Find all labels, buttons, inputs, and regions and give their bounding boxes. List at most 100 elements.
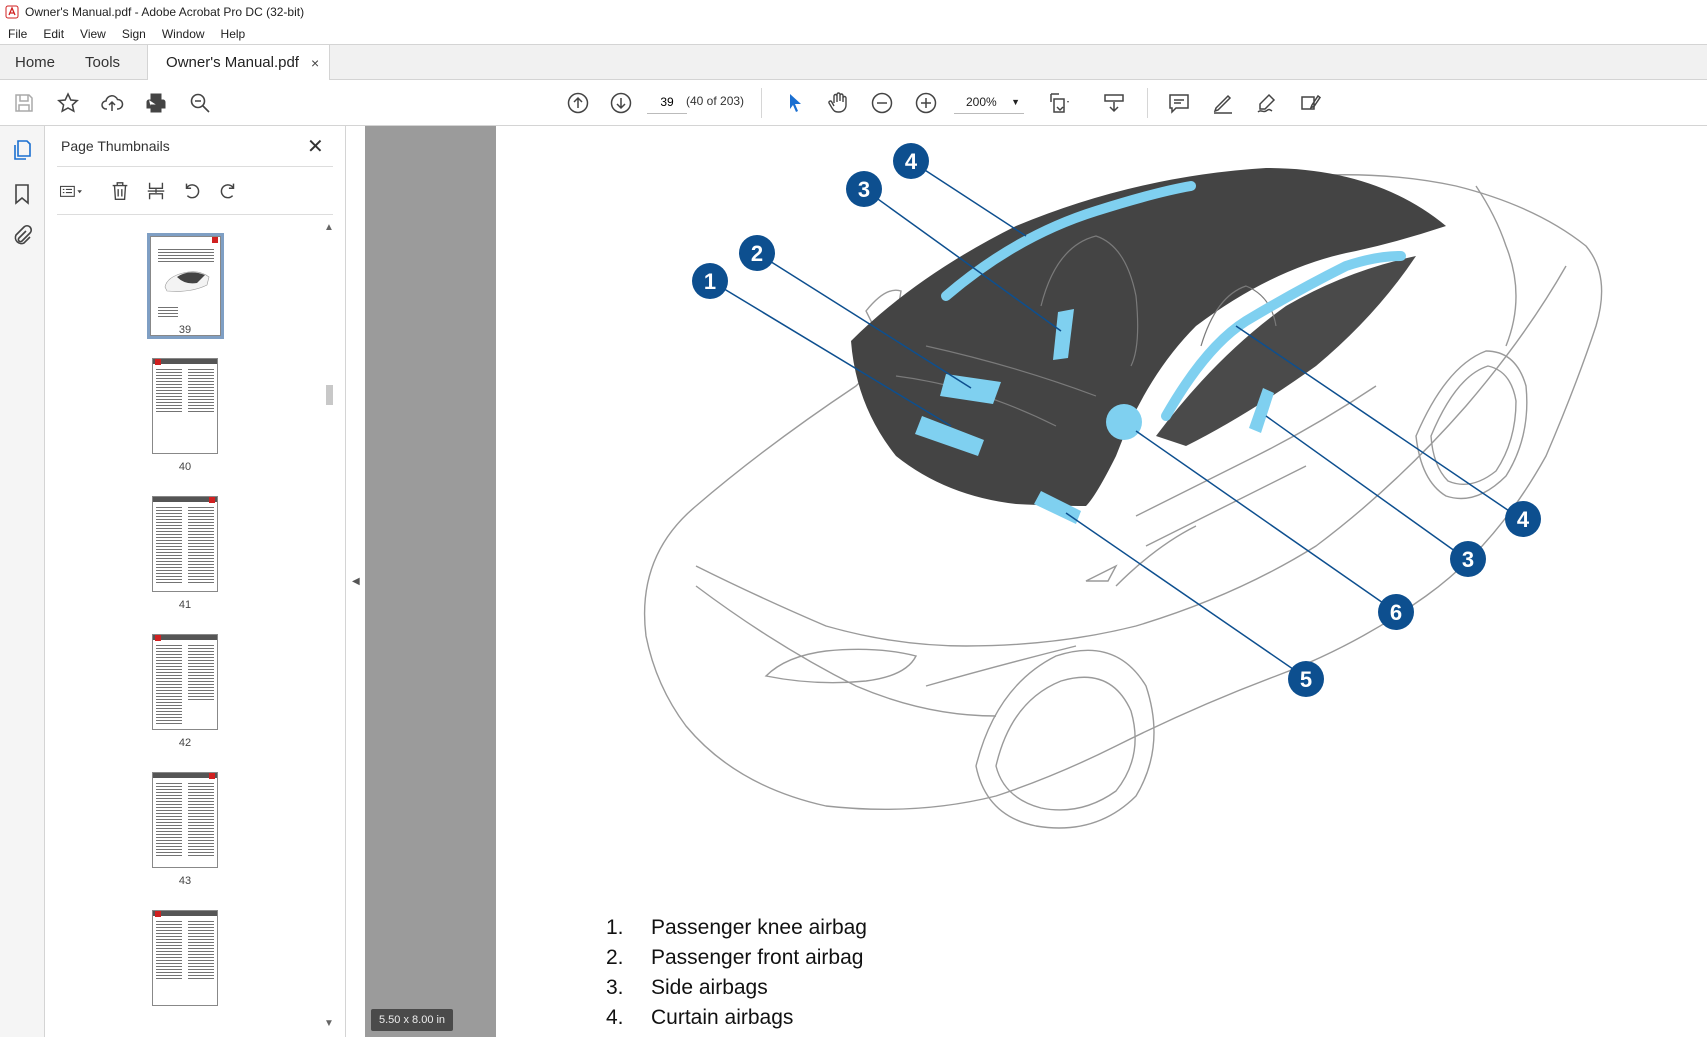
hand-tool-button[interactable] <box>824 89 852 117</box>
arrow-up-circle-icon <box>567 92 589 114</box>
thumbnail-page[interactable] <box>147 233 224 339</box>
title-bar: Owner's Manual.pdf - Adobe Acrobat Pro D… <box>0 0 1707 23</box>
thumbnail-text <box>156 921 182 981</box>
scroll-thumb[interactable] <box>326 385 333 405</box>
highlight-button[interactable] <box>1209 89 1237 117</box>
print-button[interactable] <box>142 89 170 117</box>
page-number-input[interactable] <box>647 90 687 114</box>
menu-edit[interactable]: Edit <box>43 26 65 41</box>
thumbnail-text <box>156 369 182 413</box>
tab-tools[interactable]: Tools <box>85 53 121 71</box>
upload-button[interactable] <box>98 89 126 117</box>
trash-icon <box>112 182 128 200</box>
svg-text:4: 4 <box>905 149 918 174</box>
page-thumbnails-icon[interactable] <box>10 138 34 162</box>
insert-pages-button[interactable] <box>143 178 169 204</box>
page-size-badge: 5.50 x 8.00 in <box>371 1009 454 1031</box>
sign-button[interactable] <box>1253 89 1281 117</box>
rotate-counterclockwise-button[interactable] <box>179 178 205 204</box>
previous-page-button[interactable] <box>564 89 592 117</box>
tab-close-icon[interactable]: × <box>310 54 320 71</box>
scroll-up-arrow-icon[interactable]: ▲ <box>324 222 334 233</box>
tab-document-label: Owner's Manual.pdf <box>166 54 299 71</box>
plus-circle-icon <box>915 92 937 114</box>
thumbnail-label: 39 <box>178 324 192 336</box>
select-tool-button[interactable] <box>781 89 809 117</box>
bookmark-icon[interactable] <box>10 182 34 206</box>
next-page-button[interactable] <box>607 89 635 117</box>
svg-text:5: 5 <box>1300 667 1312 692</box>
callout-3: 3 <box>846 171 882 207</box>
thumbnail-page[interactable] <box>152 496 218 592</box>
save-icon <box>15 94 33 112</box>
thumbnail-text <box>188 645 214 701</box>
callout-1: 1 <box>692 263 728 299</box>
thumbnail-header <box>153 911 217 916</box>
callout-4: 4 <box>893 143 929 179</box>
attachment-icon[interactable] <box>10 224 34 248</box>
save-button[interactable] <box>10 89 38 117</box>
thumbnail-header <box>153 635 217 640</box>
printer-icon <box>146 93 166 113</box>
thumbnail-label: 40 <box>178 461 192 473</box>
thumbnail-text <box>158 249 214 263</box>
fill-sign-button[interactable] <box>1297 89 1325 117</box>
zoom-out-button[interactable] <box>868 89 896 117</box>
thumbnail-car-image <box>164 271 210 292</box>
scroll-mode-button[interactable] <box>1100 89 1128 117</box>
airbag-legend: 1.Passenger knee airbag 2.Passenger fron… <box>606 916 867 1036</box>
thumbnail-page[interactable] <box>152 634 218 730</box>
callout-6: 6 <box>1378 594 1414 630</box>
arrow-down-circle-icon <box>610 92 632 114</box>
scroll-mode-icon <box>1104 94 1124 113</box>
list-item: 2.Passenger front airbag <box>606 946 864 969</box>
menu-sign[interactable]: Sign <box>121 26 146 41</box>
comment-button[interactable] <box>1165 89 1193 117</box>
cloud-upload-icon <box>101 95 124 111</box>
thumbnail-text <box>158 307 178 319</box>
thumbnail-page[interactable] <box>152 772 218 868</box>
zoom-level-select[interactable]: 200% ▼ <box>954 90 1024 114</box>
panel-splitter[interactable]: ◀ <box>345 126 365 1037</box>
tab-document[interactable]: Owner's Manual.pdf × <box>147 45 331 80</box>
list-item: 4.Curtain airbags <box>606 1006 794 1029</box>
thumbnail-text <box>188 369 214 413</box>
svg-text:1: 1 <box>704 269 716 294</box>
thumbnails-scrollbar[interactable] <box>323 222 335 1037</box>
rotate-right-icon <box>220 183 235 199</box>
delete-pages-button[interactable] <box>107 178 133 204</box>
options-list-icon <box>59 185 82 197</box>
thumbnail-text <box>188 921 214 981</box>
menu-help[interactable]: Help <box>220 26 246 41</box>
close-icon[interactable]: ✕ <box>307 136 324 158</box>
menu-file[interactable]: File <box>8 26 28 41</box>
rotate-clockwise-button[interactable] <box>215 178 241 204</box>
toolbar: (40 of 203) 200% ▼ <box>0 80 1707 126</box>
list-item: 1.Passenger knee airbag <box>606 916 867 939</box>
scroll-down-arrow-icon[interactable]: ▼ <box>324 1018 334 1029</box>
thumbnail-text <box>188 783 214 857</box>
callout-3: 3 <box>1450 541 1486 577</box>
menu-view[interactable]: View <box>80 26 106 41</box>
fit-page-button[interactable] <box>1046 89 1074 117</box>
menu-window[interactable]: Window <box>161 26 205 41</box>
find-button[interactable] <box>186 89 214 117</box>
thumbnail-page[interactable] <box>152 910 218 1006</box>
thumbnail-page[interactable] <box>152 358 218 454</box>
fit-page-icon <box>1050 93 1069 113</box>
collapse-arrow-icon[interactable]: ◀ <box>352 576 360 587</box>
menu-bar: File Edit View Sign Window Help <box>0 23 1707 44</box>
divider <box>57 214 333 215</box>
bookmark-star-button[interactable] <box>54 89 82 117</box>
search-icon <box>190 93 210 113</box>
page-thumbnails-panel: Page Thumbnails ✕ ▲ ▼ 39 <box>45 126 345 1037</box>
tab-home[interactable]: Home <box>15 53 56 71</box>
signature-pen-icon <box>1257 93 1276 113</box>
zoom-in-button[interactable] <box>912 89 940 117</box>
callout-5: 5 <box>1288 661 1324 697</box>
document-area[interactable]: 5.50 x 8.00 in <box>365 126 1707 1037</box>
thumbnail-options-button[interactable] <box>59 178 85 204</box>
thumbnail-label: 41 <box>178 599 192 611</box>
divider <box>57 166 333 167</box>
toolbar-divider <box>1147 88 1148 118</box>
